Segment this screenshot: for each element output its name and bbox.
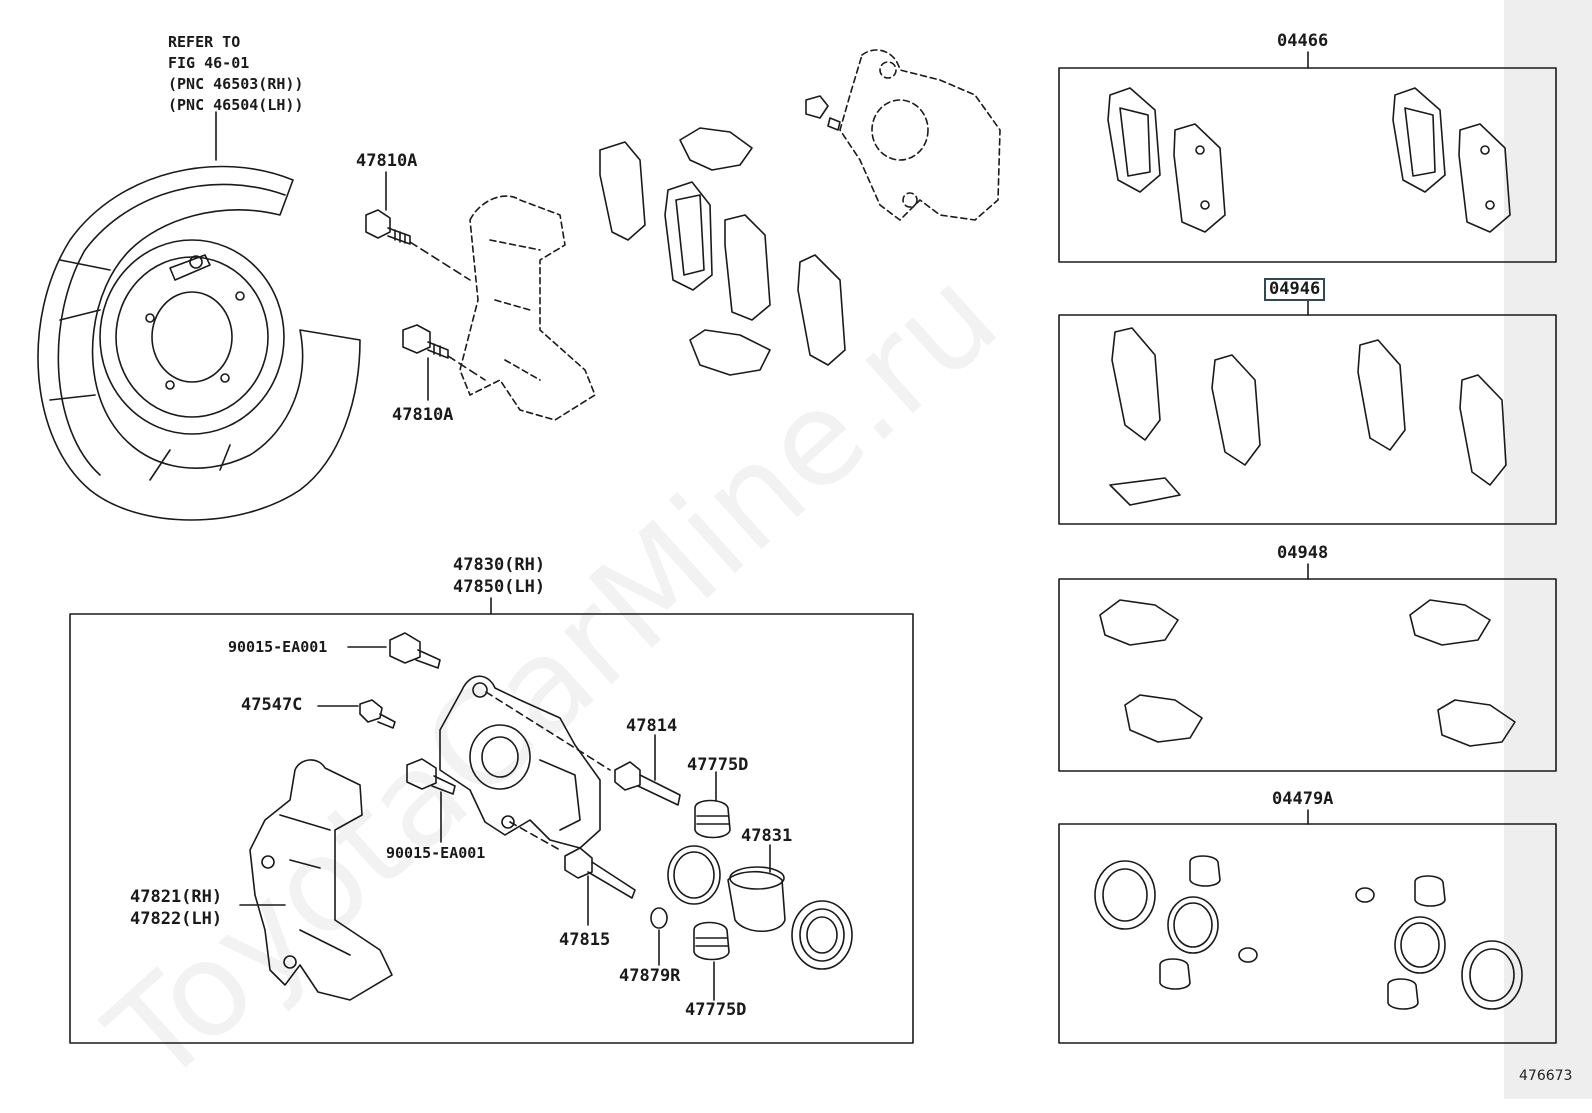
refer-note-line: REFER TO <box>168 33 241 51</box>
bleeder-cap-top-illustration <box>805 95 841 131</box>
bolt-90015-bottom-illustration <box>406 758 456 795</box>
slide-pin-47814-illustration <box>614 761 681 806</box>
kit-04479a-seals-illustration <box>1094 855 1523 1010</box>
part-label-47775d-top[interactable]: 47775D <box>687 755 749 775</box>
dust-cover-illustration <box>37 165 361 521</box>
piston-47831-illustration <box>727 866 786 932</box>
bolt-47810a-upper-illustration <box>365 209 411 245</box>
caliper-body-illustration <box>439 675 601 849</box>
kit-04948-frame <box>1058 578 1557 772</box>
dashed-guide <box>409 241 486 381</box>
right-margin-strip <box>1504 0 1592 1099</box>
figure-id: 476673 <box>1519 1068 1573 1084</box>
cylinder-boot-illustration <box>791 900 853 970</box>
slide-pin-47815-illustration <box>564 847 636 899</box>
kit-label-04479a[interactable]: 04479A <box>1272 789 1334 809</box>
part-label-90015-ea001-bottom[interactable]: 90015-EA001 <box>386 844 486 862</box>
caliper-body-top-illustration <box>839 49 1001 221</box>
part-label-47850-lh[interactable]: 47850(LH) <box>453 577 546 597</box>
part-label-47810a-upper[interactable]: 47810A <box>356 151 418 171</box>
part-label-47830-rh[interactable]: 47830(RH) <box>453 555 546 575</box>
part-label-47822-lh[interactable]: 47822(LH) <box>130 909 223 929</box>
refer-note-line: (PNC 46503(RH)) <box>168 75 304 93</box>
ring-47879r-illustration <box>650 907 668 929</box>
kit-04948-clips-illustration <box>1099 599 1516 747</box>
kit-04946-shims-illustration <box>1109 327 1507 506</box>
boot-47775d-top-illustration <box>694 799 731 839</box>
kit-04946-frame <box>1058 314 1557 525</box>
kit-04466-pads-illustration <box>1107 87 1511 233</box>
brake-pads-center-illustration <box>599 141 846 366</box>
part-label-47821-rh[interactable]: 47821(RH) <box>130 887 223 907</box>
kit-label-04466[interactable]: 04466 <box>1277 31 1329 51</box>
part-label-47814[interactable]: 47814 <box>626 716 678 736</box>
boot-47775d-bottom-illustration <box>693 921 730 961</box>
bleeder-screw-illustration <box>359 699 396 729</box>
refer-note: REFER TO FIG 46-01 (PNC 46503(RH)) (PNC … <box>168 32 303 116</box>
kit-label-04948[interactable]: 04948 <box>1277 543 1329 563</box>
kit-04466-frame <box>1058 67 1557 263</box>
bolt-47810a-lower-illustration <box>402 324 449 359</box>
caliper-mounting-upper-illustration <box>459 195 596 421</box>
part-label-47831[interactable]: 47831 <box>741 826 793 846</box>
caliper-mounting-illustration <box>249 759 393 1001</box>
dashed-guide <box>485 691 611 851</box>
anti-squeal-clips-center-illustration <box>679 127 771 376</box>
kit-label-04946-highlighted[interactable]: 04946 <box>1264 278 1326 301</box>
part-label-47810a-lower[interactable]: 47810A <box>392 405 454 425</box>
part-label-47547c[interactable]: 47547C <box>241 695 303 715</box>
part-label-47815[interactable]: 47815 <box>559 930 611 950</box>
kit-04479a-frame <box>1058 823 1557 1044</box>
refer-note-line: FIG 46-01 <box>168 54 250 72</box>
part-label-47775d-bottom[interactable]: 47775D <box>685 1000 747 1020</box>
piston-seal-ring-illustration <box>667 845 721 905</box>
bolt-90015-top-illustration <box>389 632 441 669</box>
refer-note-line: (PNC 46504(LH)) <box>168 96 304 114</box>
part-label-90015-ea001-top[interactable]: 90015-EA001 <box>228 638 328 656</box>
part-label-47879r[interactable]: 47879R <box>619 966 681 986</box>
